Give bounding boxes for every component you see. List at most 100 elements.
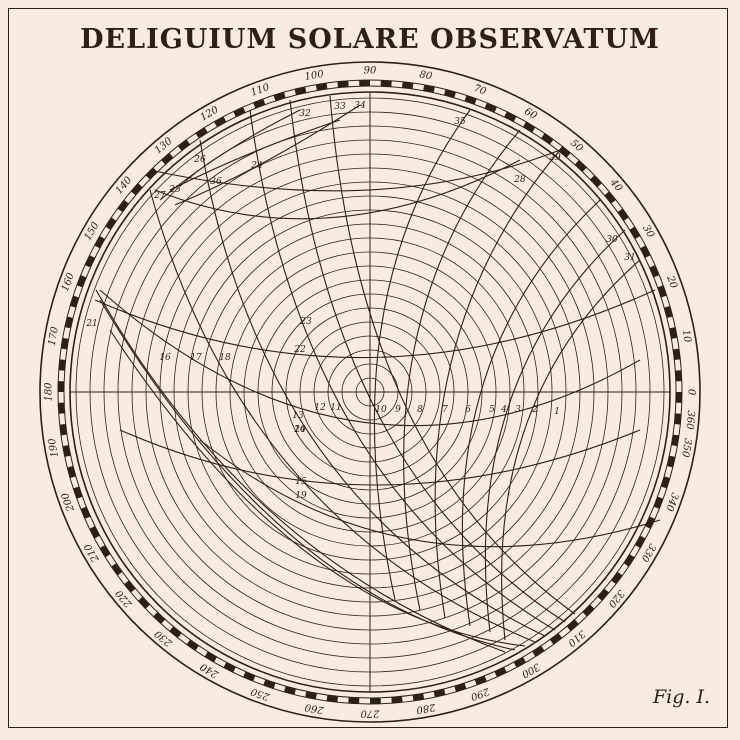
degree-tick (604, 191, 616, 204)
degree-tick (380, 80, 392, 87)
degree-tick (454, 683, 467, 692)
degree-tick (186, 639, 199, 651)
degree-tick (130, 183, 143, 196)
degree-tick (391, 696, 403, 704)
scale-label: 350 (679, 437, 693, 458)
degree-tick (590, 175, 602, 188)
degree-tick (138, 596, 150, 609)
scale-label: 10 (680, 329, 693, 344)
curve-label: 19 (295, 491, 307, 501)
degree-tick (337, 80, 349, 88)
degree-tick (177, 139, 191, 151)
curve-label: 11 (330, 403, 341, 413)
scale-label: 140 (114, 174, 135, 196)
degree-tick (629, 226, 641, 239)
degree-tick (623, 554, 635, 567)
curve-label: 16 (159, 353, 171, 363)
degree-tick (549, 633, 563, 645)
scale-label: 180 (44, 382, 55, 402)
degree-tick (566, 619, 579, 632)
eclipse-arc (169, 119, 341, 191)
eclipse-arc (149, 149, 561, 192)
degree-tick (80, 506, 91, 519)
eclipse-arc (199, 139, 546, 637)
curve-label: 12 (314, 403, 326, 413)
degree-tick (326, 695, 339, 703)
curve-label: 21 (85, 319, 97, 329)
degree-tick (214, 116, 227, 127)
curve-label: 10 (375, 405, 387, 415)
degree-tick (645, 516, 656, 529)
scale-label: 60 (522, 106, 539, 122)
curve-label: 3 (515, 405, 521, 415)
degree-tick (597, 588, 610, 601)
degree-tick (94, 236, 105, 249)
eclipse-arcs (94, 95, 661, 653)
eclipse-arc (99, 289, 641, 427)
curve-label: 31 (624, 253, 635, 263)
eclipse-arc (199, 439, 661, 548)
plate-title: DELIGUIUM SOLARE OBSERVATUM (80, 24, 660, 55)
scale-label: 280 (415, 701, 437, 715)
degree-tick (284, 686, 296, 695)
scale-label: 210 (82, 541, 102, 564)
eclipse-arc (149, 189, 536, 643)
degree-tick (105, 217, 117, 230)
degree-tick (223, 662, 236, 673)
outer-border-ring (39, 61, 701, 723)
degree-tick (359, 80, 370, 87)
curve-label: 30 (606, 235, 618, 245)
curve-label: 22 (293, 345, 306, 355)
degree-tick (84, 255, 95, 268)
degree-tick (169, 626, 182, 638)
degree-tick (273, 92, 286, 101)
degree-tick (67, 466, 76, 478)
curve-label: 20 (293, 425, 306, 435)
degree-border (39, 61, 701, 723)
degree-tick (666, 455, 676, 468)
degree-tick (315, 83, 328, 91)
scale-label: 0 (686, 389, 697, 396)
degree-tick (661, 476, 670, 489)
degree-tick (433, 688, 446, 698)
degree-tick (532, 645, 545, 657)
curve-label: 18 (219, 353, 231, 363)
curve-label: 5 (489, 405, 495, 415)
scale-label: 80 (419, 69, 434, 82)
degree-tick (233, 106, 246, 117)
curve-label: 29 (548, 153, 561, 163)
diagram-axes (70, 92, 670, 692)
degree-tick (111, 563, 123, 576)
scale-label: 240 (198, 660, 221, 680)
degree-tick (674, 413, 682, 425)
eclipse-arc (174, 104, 361, 206)
degree-tick (582, 604, 595, 617)
degree-tick (669, 327, 678, 339)
degree-tick (62, 445, 71, 457)
degree-tick (59, 423, 67, 436)
curve-label: 26 (193, 155, 206, 165)
degree-tick (348, 697, 360, 704)
degree-tick (161, 152, 174, 165)
curve-label: 9 (395, 405, 401, 415)
curve-label: 36 (210, 177, 222, 187)
degree-tick (671, 434, 679, 447)
eclipse-arc (94, 289, 656, 359)
curve-label: 27 (153, 191, 166, 201)
plate-frame (8, 8, 728, 728)
degree-tick (617, 208, 629, 221)
degree-tick (574, 160, 587, 172)
degree-tick (657, 285, 667, 298)
degree-tick (513, 657, 526, 668)
scale-label: 70 (472, 83, 488, 98)
eclipse-arc (403, 129, 521, 611)
degree-tick (401, 81, 414, 89)
degree-tick (464, 95, 477, 105)
curve-label: 17 (190, 353, 202, 363)
degree-tick (523, 121, 536, 133)
eclipse-arc (99, 299, 516, 651)
curve-label: 15 (295, 477, 307, 487)
degree-tick (263, 679, 276, 689)
